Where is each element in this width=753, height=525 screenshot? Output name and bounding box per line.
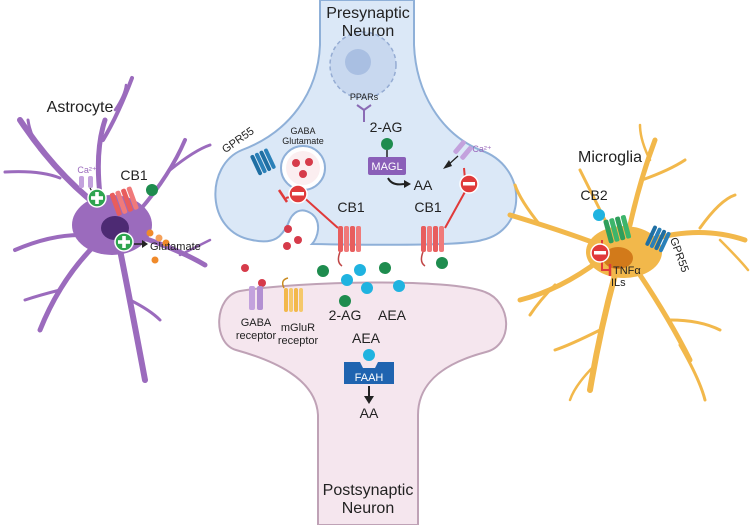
presynaptic-title-line2: Neuron (342, 23, 394, 40)
calcium-channel-astrocyte (79, 176, 93, 188)
aea-molecule (363, 349, 375, 361)
glutamate-molecule (151, 256, 159, 264)
aea-molecule (354, 264, 366, 276)
gaba-molecule (284, 225, 292, 233)
arrow-head-icon (443, 160, 452, 169)
faah-enzyme (344, 362, 394, 384)
cb1-receptor-astrocyte (109, 186, 139, 216)
aea-molecule (393, 280, 405, 292)
two-ag-molecule (317, 265, 329, 277)
cb1-receptor-presynaptic-right (420, 226, 444, 267)
tnfa-label: TNFα (613, 265, 641, 277)
gpr55-receptor-presynaptic (250, 148, 276, 176)
gaba-molecule (283, 242, 291, 250)
gaba-receptor-label-line1: GABA (241, 317, 272, 329)
ils-label: ILs (611, 277, 626, 289)
two-ag-molecule (339, 295, 351, 307)
gaba-molecule (241, 264, 249, 272)
arrow-head-icon (364, 396, 374, 404)
mglur-receptor-label-line1: mGluR (281, 322, 315, 334)
gaba-molecule (292, 159, 300, 167)
gaba-molecule (299, 170, 307, 178)
cb1-presynaptic-right-label: CB1 (414, 199, 441, 215)
presynaptic-nucleolus (345, 49, 371, 75)
ppars-label: PPARs (350, 92, 379, 102)
cb2-receptor-microglia (603, 215, 632, 244)
glutamate-molecule (155, 234, 163, 242)
mglur-receptor-postsynaptic (281, 277, 303, 312)
faah-label: FAAH (355, 372, 384, 384)
glutamate-molecule (162, 239, 170, 247)
calcium-channel-presynaptic (453, 140, 473, 160)
gpr55-microglia-label: GPR55 (667, 236, 691, 274)
gaba-receptor-postsynaptic (249, 286, 263, 310)
aea-molecule (593, 209, 605, 221)
microglia-nucleus (603, 247, 633, 269)
postsynaptic-neuron-body (218, 281, 508, 525)
astrocyte-title: Astrocyte (47, 99, 114, 116)
cb1-astrocyte-label: CB1 (120, 167, 147, 183)
two-ag-cleft-label: 2-AG (329, 307, 362, 323)
aa-postsynaptic-label: AA (360, 405, 379, 421)
postsynaptic-title-line2: Neuron (342, 500, 394, 517)
inhibition-bar (277, 189, 289, 203)
gpr55-receptor-microglia (645, 225, 671, 253)
magl-to-aa-arrow-icon (387, 177, 405, 186)
glutamate-molecule (146, 229, 154, 237)
aea-postsynaptic-label: AEA (352, 330, 381, 346)
cb2-label: CB2 (580, 187, 607, 203)
gaba-molecule (305, 158, 313, 166)
aea-cleft-label: AEA (378, 307, 407, 323)
minus-circle-icon (590, 243, 610, 263)
aea-molecule (361, 282, 373, 294)
two-ag-molecule (381, 138, 393, 150)
two-ag-molecule (379, 262, 391, 274)
two-ag-molecule (146, 184, 158, 196)
ca-astrocyte-label: Ca²⁺ (77, 165, 97, 175)
cb1-presynaptic-left-label: CB1 (337, 199, 364, 215)
aea-molecule (341, 274, 353, 286)
plus-circle-icon (114, 232, 134, 252)
glutamate-astrocyte-label: Glutamate (150, 241, 201, 253)
arrow-head-icon (142, 240, 148, 248)
synaptic-vesicle-inner (286, 151, 320, 185)
gaba-receptor-label-line2: receptor (236, 330, 277, 342)
two-ag-presynaptic-label: 2-AG (370, 119, 403, 135)
ca-presynaptic-label: Ca²⁺ (472, 144, 492, 154)
magl-enzyme (368, 157, 406, 175)
aa-presynaptic-label: AA (414, 177, 433, 193)
minus-circle-icon (459, 174, 479, 194)
arrow-head-icon (404, 180, 411, 188)
gaba-vesicle-label-line1: GABA (290, 126, 315, 136)
plus-circle-icon (87, 188, 107, 208)
mglur-receptor-label-line2: receptor (278, 335, 319, 347)
presynaptic-title-line1: Presynaptic (326, 5, 410, 22)
ppar-receptor-icon (356, 104, 372, 122)
gaba-vesicle-label-line2: Glutamate (282, 136, 324, 146)
magl-label: MAGL (371, 161, 402, 173)
two-ag-molecule (436, 257, 448, 269)
cb1-receptor-presynaptic-left (337, 226, 361, 267)
gaba-molecule (258, 279, 266, 287)
postsynaptic-title-line1: Postsynaptic (323, 482, 414, 499)
minus-circle-icon (288, 184, 308, 204)
microglia-title: Microglia (578, 149, 642, 166)
gaba-molecule (294, 236, 302, 244)
